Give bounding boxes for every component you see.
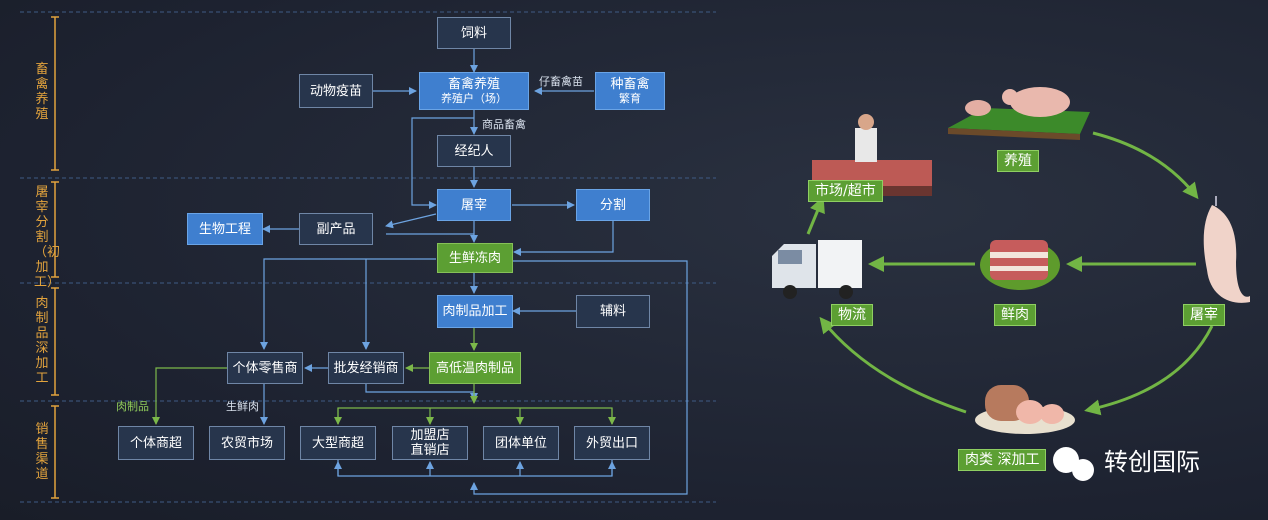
node-small-store: 个体商超 bbox=[118, 426, 194, 460]
edge-label-fresh-meat: 生鲜肉 bbox=[226, 400, 259, 413]
brand-name: 转创国际 bbox=[1104, 448, 1200, 476]
cycle-label-breeding: 养殖 bbox=[997, 150, 1039, 172]
green-flow-lines bbox=[152, 328, 616, 425]
stage-label-slaughter: 屠宰分割（初加工） bbox=[34, 185, 61, 290]
arrow-slaughter-to-processing bbox=[1084, 325, 1214, 416]
node-temperature-meat-products: 高低温肉制品 bbox=[429, 352, 521, 384]
node-export: 外贸出口 bbox=[574, 426, 650, 460]
node-vaccine: 动物疫苗 bbox=[299, 74, 373, 108]
stage-label-breeding: 畜禽养殖 bbox=[35, 62, 49, 122]
cycle-label-processed-meat: 肉类 深加工 bbox=[958, 449, 1047, 471]
node-slaughter: 屠宰 bbox=[437, 189, 511, 221]
node-wholesaler: 批发经销商 bbox=[328, 352, 404, 384]
node-retailer: 个体零售商 bbox=[227, 352, 303, 384]
stage-label-sales: 销售渠道 bbox=[35, 422, 49, 482]
edge-label-meat-products: 肉制品 bbox=[116, 400, 149, 413]
stage-brackets bbox=[51, 16, 59, 499]
cycle-label-market: 市场/超市 bbox=[808, 180, 883, 202]
node-group-unit: 团体单位 bbox=[483, 426, 559, 460]
node-byproduct: 副产品 bbox=[299, 213, 373, 245]
node-supermarket: 大型商超 bbox=[300, 426, 376, 460]
node-farmers-market: 农贸市场 bbox=[209, 426, 285, 460]
hanging-carcass-illustration bbox=[1203, 196, 1250, 303]
node-fresh-frozen-meat: 生鲜冻肉 bbox=[437, 243, 513, 273]
arrow-breeding-to-slaughter bbox=[1092, 131, 1199, 200]
cycle-label-slaughter: 屠宰 bbox=[1183, 304, 1225, 326]
stage-separators bbox=[20, 11, 716, 503]
node-breeding-stock: 种畜禽繁育 bbox=[595, 72, 665, 110]
sausage-illustration bbox=[975, 385, 1075, 434]
pig-farm-illustration bbox=[948, 87, 1090, 140]
cycle-arrows bbox=[806, 131, 1214, 416]
fresh-meat-illustration bbox=[980, 240, 1060, 290]
node-franchise-store: 加盟店直销店 bbox=[392, 426, 468, 460]
cycle-label-fresh-meat: 鲜肉 bbox=[994, 304, 1036, 326]
arrow-logistics-to-market bbox=[806, 196, 825, 235]
cycle-label-logistics: 物流 bbox=[831, 304, 873, 326]
node-broker: 经纪人 bbox=[437, 135, 511, 167]
wechat-logo-icon bbox=[1053, 447, 1094, 481]
node-auxiliary: 辅料 bbox=[576, 295, 650, 328]
node-biotech: 生物工程 bbox=[187, 213, 263, 245]
edge-label-piglets: 仔畜禽苗 bbox=[539, 75, 583, 88]
arrow-processing-to-logistics bbox=[819, 316, 967, 414]
truck-illustration bbox=[772, 240, 862, 299]
node-breeding: 畜禽养殖养殖户（场） bbox=[419, 72, 529, 110]
edge-label-commercial-livestock: 商品畜禽 bbox=[482, 118, 526, 131]
node-cutting: 分割 bbox=[576, 189, 650, 221]
stage-label-processing: 肉制品深加工 bbox=[35, 296, 49, 386]
node-feed: 饲料 bbox=[437, 17, 511, 49]
node-meat-processing: 肉制品加工 bbox=[437, 295, 513, 328]
